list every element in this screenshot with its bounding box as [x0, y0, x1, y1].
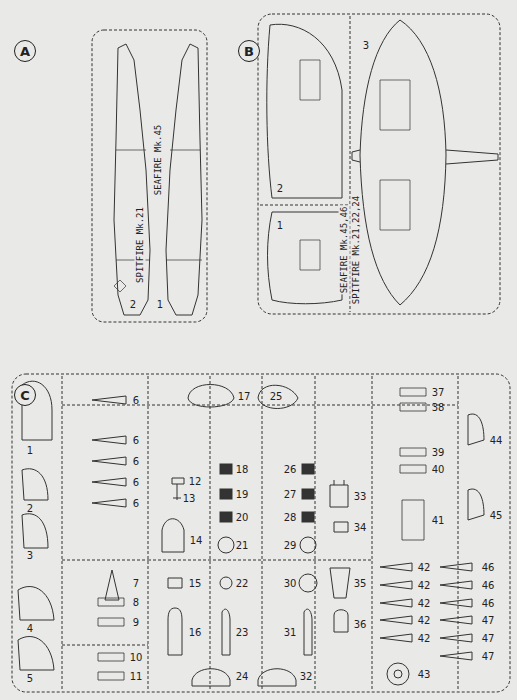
part-number: 40	[432, 464, 445, 475]
part-number: 16	[189, 627, 202, 638]
model-name: SEAFIRE Mk.45	[153, 124, 164, 196]
part-number: 33	[354, 491, 367, 502]
part-number: 15	[189, 578, 202, 589]
part-number: 13	[183, 493, 196, 504]
sprue-letter: C	[14, 384, 36, 406]
part-number: 1	[27, 445, 33, 456]
part-number: 44	[490, 435, 503, 446]
sprue-letter-text: C	[20, 388, 30, 403]
part-number: 28	[284, 512, 297, 523]
sprue-letter-text: A	[20, 44, 30, 59]
sprue-letter: B	[238, 40, 260, 62]
part-number: 6	[133, 435, 139, 446]
part-number: 6	[133, 395, 139, 406]
part-number: 7	[133, 578, 139, 589]
part-number: 3	[27, 550, 33, 561]
part-number: 46	[482, 580, 495, 591]
part-number: 11	[130, 671, 143, 682]
part-number: 20	[236, 512, 249, 523]
part-number: 2	[277, 183, 283, 194]
part-number: 1	[277, 220, 283, 231]
part-number: 34	[354, 522, 367, 533]
part-number: 9	[133, 617, 139, 628]
part-number: 24	[236, 671, 249, 682]
part-number: 37	[432, 387, 445, 398]
model-name: SPITFIRE Mk.21	[135, 206, 146, 284]
part-number: 17	[238, 391, 251, 402]
part-number: 42	[418, 598, 431, 609]
part-number: 42	[418, 562, 431, 573]
part-number: 31	[284, 627, 297, 638]
part-number: 3	[363, 40, 369, 51]
part-number: 32	[300, 671, 313, 682]
part-number: 19	[236, 489, 249, 500]
part-number: 46	[482, 562, 495, 573]
part-number: 47	[482, 633, 495, 644]
part-number: 8	[133, 597, 139, 608]
part-number: 39	[432, 447, 445, 458]
part-number: 10	[130, 652, 143, 663]
part-number: 27	[284, 489, 297, 500]
part-number: 21	[236, 540, 249, 551]
model-name: SEAFIRE Mk.45,46	[339, 206, 350, 295]
part-number: 1	[157, 299, 163, 310]
part-number: 29	[284, 540, 297, 551]
part-number: 42	[418, 615, 431, 626]
part-number: 38	[432, 402, 445, 413]
part-number: 25	[270, 391, 283, 402]
part-number: 36	[354, 619, 367, 630]
part-number: 22	[236, 578, 249, 589]
part-number: 2	[27, 503, 33, 514]
part-number: 23	[236, 627, 249, 638]
part-number: 46	[482, 598, 495, 609]
part-number: 12	[189, 476, 202, 487]
part-number: 14	[190, 535, 203, 546]
sprue-letter-text: B	[244, 44, 254, 59]
part-number: 6	[133, 456, 139, 467]
part-number: 41	[432, 515, 445, 526]
part-number: 35	[354, 578, 367, 589]
model-name: SPITFIRE Mk.21,22,24	[351, 195, 362, 305]
part-number: 18	[236, 464, 249, 475]
part-number: 2	[130, 299, 136, 310]
sprue-letter: A	[14, 40, 36, 62]
part-number: 6	[133, 498, 139, 509]
part-number: 26	[284, 464, 297, 475]
part-number: 45	[490, 510, 503, 521]
part-number: 42	[418, 633, 431, 644]
part-number: 47	[482, 615, 495, 626]
part-number: 6	[133, 477, 139, 488]
part-number: 42	[418, 580, 431, 591]
part-number: 5	[27, 673, 33, 684]
part-number: 47	[482, 651, 495, 662]
part-number: 43	[418, 669, 431, 680]
part-number: 4	[27, 623, 33, 634]
part-number: 30	[284, 578, 297, 589]
